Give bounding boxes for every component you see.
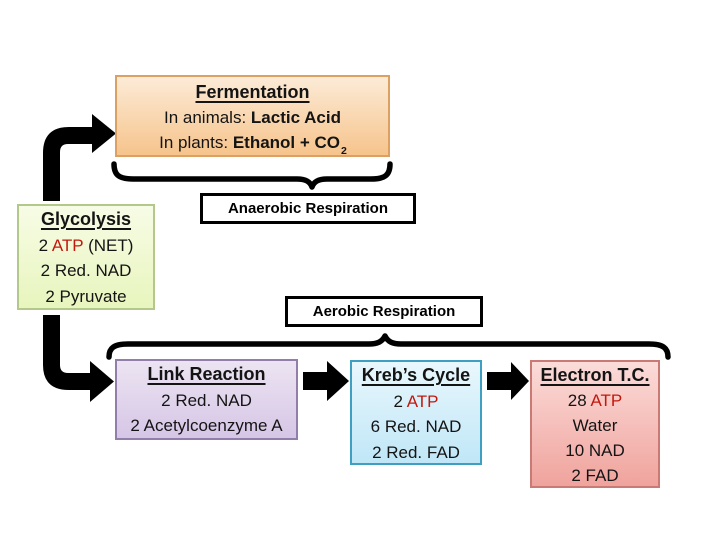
krebs-cycle-box: Kreb’s Cycle 2 ATP 6 Red. NAD 2 Red. FAD	[350, 360, 482, 465]
fermentation-box: Fermentation In animals: Lactic Acid In …	[115, 75, 390, 157]
aerobic-respiration-label: Aerobic Respiration	[285, 296, 483, 327]
anaerobic-respiration-label: Anaerobic Respiration	[200, 193, 416, 224]
link-reaction-line-acetyl: 2 Acetylcoenzyme A	[130, 416, 283, 435]
co2-subscript: 2	[341, 145, 347, 158]
arrow-krebs-to-electron	[487, 362, 529, 400]
fermentation-line-plants: In plants: Ethanol + CO2	[159, 133, 347, 158]
glycolysis-line-atp: 2 ATP (NET)	[38, 235, 134, 255]
brace-fermentation-anaerobic	[111, 161, 393, 190]
krebs-line-nad: 6 Red. NAD	[370, 417, 462, 436]
electron-line-fad: 2 FAD	[571, 466, 619, 485]
krebs-line-fad: 2 Red. FAD	[372, 442, 460, 462]
curved-arrow-glycolysis-to-fermentation	[43, 114, 116, 201]
fermentation-title: Fermentation	[195, 82, 310, 102]
electron-line-water: Water	[572, 416, 618, 435]
krebs-cycle-title: Kreb’s Cycle	[361, 365, 471, 385]
curved-arrow-glycolysis-to-link-reaction	[43, 315, 114, 402]
aerobic-respiration-text: Aerobic Respiration	[312, 303, 456, 320]
glycolysis-title: Glycolysis	[40, 209, 132, 229]
brace-aerobic-processes	[106, 333, 671, 360]
glycolysis-line-nad: 2 Red. NAD	[40, 261, 132, 280]
glycolysis-line-pyruvate: 2 Pyruvate	[45, 286, 127, 306]
link-reaction-box: Link Reaction 2 Red. NAD 2 Acetylcoenzym…	[115, 359, 298, 440]
glycolysis-box: Glycolysis 2 ATP (NET) 2 Red. NAD 2 Pyru…	[17, 204, 155, 310]
electron-line-atp: 28 ATP	[567, 391, 623, 410]
electron-tc-box: Electron T.C. 28 ATP Water 10 NAD 2 FAD	[530, 360, 660, 488]
arrow-link-to-krebs	[303, 361, 349, 401]
anaerobic-respiration-text: Anaerobic Respiration	[227, 200, 389, 217]
electron-tc-title: Electron T.C.	[540, 365, 650, 385]
link-reaction-title: Link Reaction	[147, 364, 266, 384]
fermentation-line-animals: In animals: Lactic Acid	[163, 108, 341, 127]
krebs-line-atp: 2 ATP	[393, 391, 439, 411]
link-reaction-line-nad: 2 Red. NAD	[161, 390, 252, 410]
electron-line-nad: 10 NAD	[565, 441, 625, 460]
